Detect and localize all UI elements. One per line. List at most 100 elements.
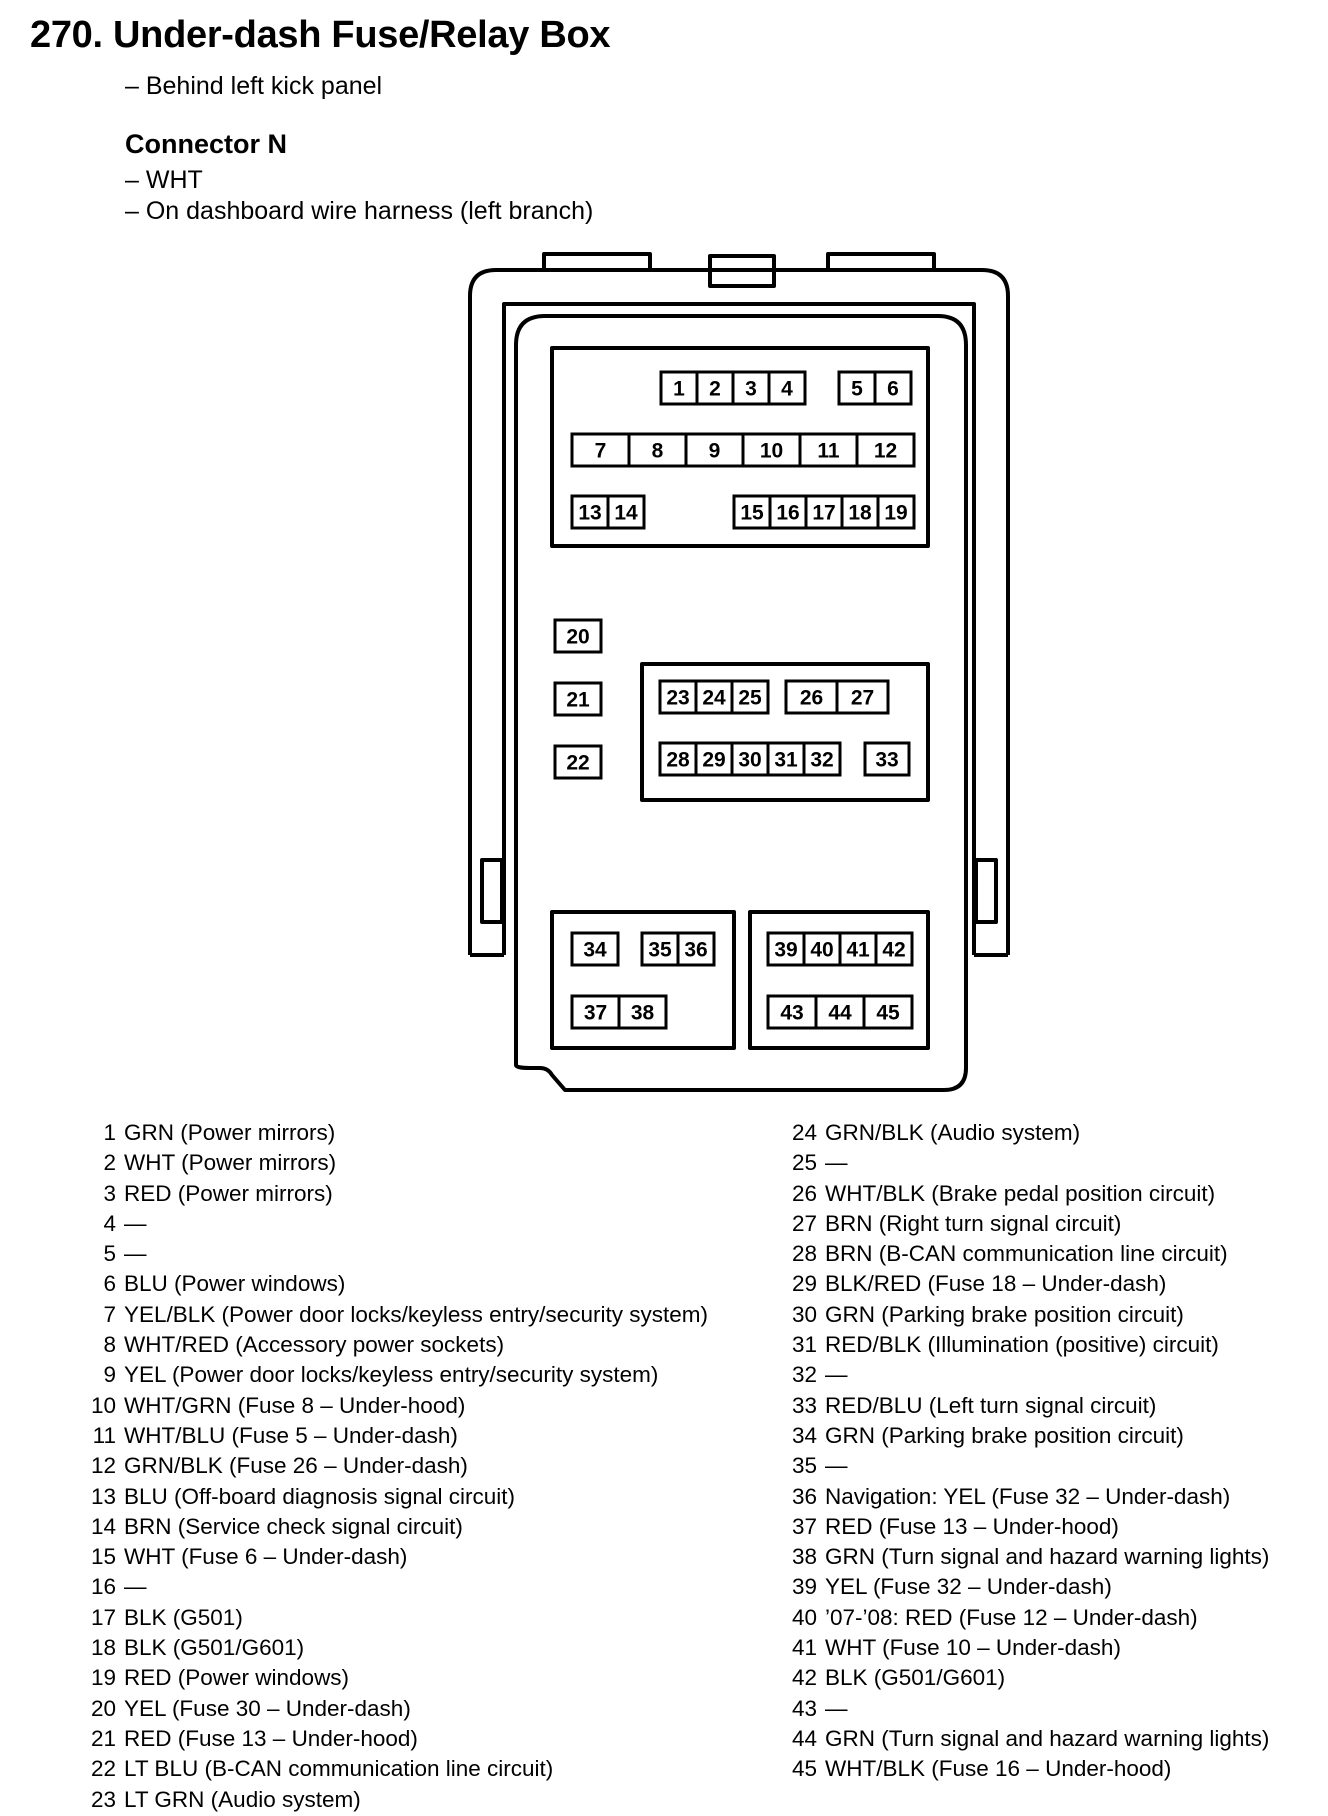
terminal-description: —	[124, 1241, 147, 1267]
pin-label: 2	[709, 378, 721, 401]
pin-box	[570, 994, 621, 1030]
terminal-number: 37	[791, 1513, 817, 1539]
pin-box	[617, 994, 668, 1030]
pin-box	[767, 370, 807, 406]
terminal-number: 18	[90, 1635, 116, 1661]
pin-label: 4	[781, 378, 793, 401]
pin-box	[862, 994, 914, 1030]
pin-cavity-20: 20	[553, 618, 603, 654]
pin-cavity-23: 23	[658, 679, 698, 715]
pin-cavity-31: 31	[766, 741, 806, 777]
terminal-description: —	[124, 1210, 147, 1236]
inner-face	[514, 314, 968, 1092]
terminal-description: RED (Fuse 13 – Under-hood)	[825, 1513, 1119, 1539]
pin-box	[553, 618, 603, 654]
terminal-description: GRN (Turn signal and hazard warning ligh…	[825, 1725, 1270, 1751]
terminal-number: 13	[90, 1483, 116, 1509]
terminal-description: GRN/BLK (Fuse 26 – Under-dash)	[124, 1453, 468, 1479]
pin-box	[730, 741, 770, 777]
pin-cavity-44: 44	[814, 994, 866, 1030]
terminal-number: 31	[791, 1332, 817, 1358]
terminal-row-25: 25—	[783, 1148, 1269, 1178]
terminal-description: BLK/RED (Fuse 18 – Under-dash)	[825, 1271, 1167, 1297]
pin-box	[802, 741, 842, 777]
terminal-description: —	[825, 1453, 848, 1479]
cavity-group-bottom-left	[550, 910, 736, 1050]
pin-cavity-6: 6	[873, 370, 913, 406]
terminal-number: 8	[103, 1332, 116, 1358]
terminal-description: WHT (Fuse 10 – Under-dash)	[825, 1635, 1121, 1661]
terminal-number: 22	[90, 1756, 116, 1782]
terminal-number: 11	[92, 1422, 116, 1448]
terminal-number: 29	[791, 1271, 817, 1297]
terminal-number: 16	[90, 1574, 116, 1600]
terminal-description: —	[825, 1362, 848, 1388]
pin-cavity-32: 32	[802, 741, 842, 777]
terminal-description: RED (Power mirrors)	[124, 1180, 333, 1206]
pin-cavity-29: 29	[694, 741, 734, 777]
pin-cavity-22: 22	[553, 744, 603, 780]
pin-label: 16	[776, 502, 799, 525]
pin-cavity-35: 35	[640, 931, 680, 967]
pin-label: 6	[887, 378, 899, 401]
terminal-number: 36	[791, 1483, 817, 1509]
terminal-description: BRN (Service check signal circuit)	[124, 1513, 463, 1539]
pin-box	[874, 931, 914, 967]
terminal-number: 12	[90, 1453, 116, 1479]
pin-cavity-7: 7	[570, 432, 631, 468]
pin-cavity-33: 33	[863, 741, 911, 777]
pin-label: 24	[702, 687, 726, 710]
pin-label: 13	[578, 502, 601, 525]
terminal-number: 42	[791, 1665, 817, 1691]
terminal-number: 3	[103, 1180, 116, 1206]
pin-cavity-43: 43	[766, 994, 818, 1030]
pin-cavity-34: 34	[570, 931, 620, 967]
terminal-number: 19	[90, 1665, 116, 1691]
terminal-number: 15	[90, 1544, 116, 1570]
pin-label: 40	[810, 939, 833, 962]
terminal-description: ’07-’08: RED (Fuse 12 – Under-dash)	[825, 1604, 1198, 1630]
pin-label: 19	[884, 502, 907, 525]
pin-box	[873, 370, 913, 406]
terminal-number: 7	[103, 1301, 116, 1327]
terminal-description: WHT (Power mirrors)	[124, 1150, 337, 1176]
pin-label: 32	[810, 749, 833, 772]
terminal-description: BLU (Off-board diagnosis signal circuit)	[124, 1483, 516, 1509]
pin-label: 38	[631, 1002, 655, 1025]
terminal-number: 9	[103, 1362, 116, 1388]
pin-cavity-11: 11	[798, 432, 859, 468]
terminal-number: 45	[791, 1756, 817, 1782]
terminal-description: GRN (Parking brake position circuit)	[825, 1422, 1184, 1448]
pin-label: 36	[684, 939, 707, 962]
terminal-row-4: 4—	[82, 1209, 708, 1239]
pin-cavity-27: 27	[835, 679, 890, 715]
cavity-group-top	[550, 346, 930, 548]
terminal-description: —	[825, 1695, 848, 1721]
pin-label: 43	[780, 1002, 803, 1025]
pin-label: 22	[566, 752, 589, 775]
pin-box	[835, 679, 890, 715]
terminal-description: WHT/GRN (Fuse 8 – Under-hood)	[124, 1392, 466, 1418]
terminal-row-40: 40 ’07-’08: RED (Fuse 12 – Under-dash)	[783, 1603, 1269, 1633]
pin-cavity-14: 14	[606, 494, 646, 530]
pin-label: 15	[740, 502, 764, 525]
pin-label: 1	[673, 378, 685, 401]
pin-label: 20	[566, 626, 589, 649]
terminal-number: 40	[791, 1604, 817, 1630]
pin-label: 44	[828, 1002, 852, 1025]
terminal-number: 17	[90, 1604, 116, 1630]
pin-label: 37	[584, 1002, 607, 1025]
terminal-number: 27	[791, 1210, 817, 1236]
location-note: – Behind left kick panel	[125, 72, 383, 100]
